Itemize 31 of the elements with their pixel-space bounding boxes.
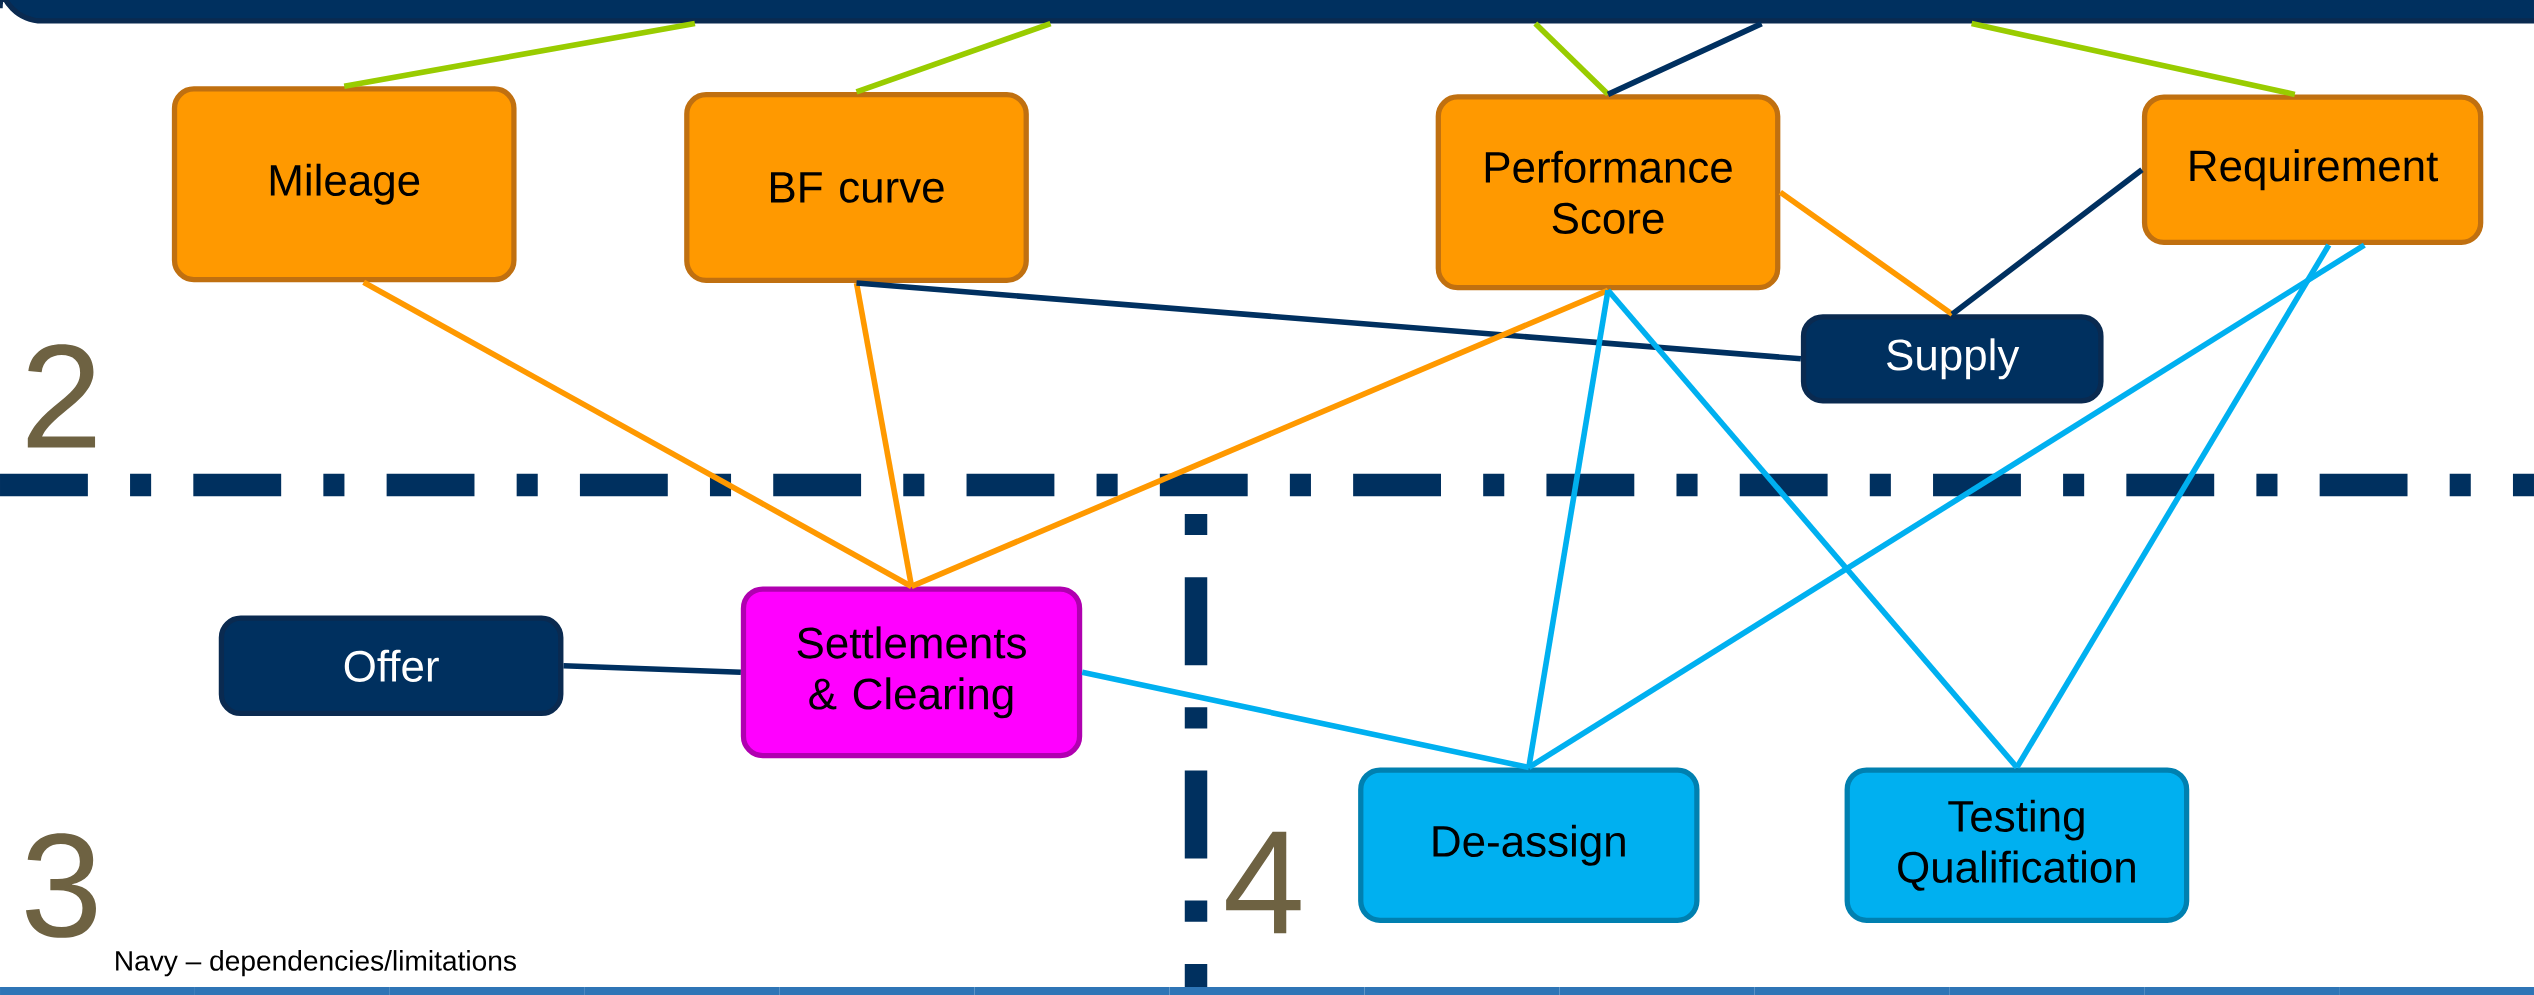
process-box: Mileage — [171, 86, 517, 283]
process-box: Offer — [218, 615, 564, 717]
process-box: Testing Qualification — [1844, 767, 2190, 923]
process-box: BF curve — [684, 92, 1029, 284]
connector-line — [853, 282, 915, 587]
section-number: 3 — [26, 833, 96, 938]
connector-line — [563, 663, 741, 676]
connector-line — [1778, 190, 1954, 317]
connector-line — [856, 280, 1802, 362]
connector-line — [362, 279, 913, 589]
connector-line — [1527, 242, 2366, 770]
connector-line — [1526, 289, 1611, 768]
process-box: De-assign — [1358, 767, 1700, 923]
connector-line — [1606, 21, 1763, 97]
process-box: Supply — [1800, 314, 2104, 404]
note-text: Navy – dependencies/limitations — [116, 950, 516, 977]
process-box: Performance Score — [1435, 94, 1781, 291]
connector-line — [343, 20, 696, 89]
connector-line — [1605, 288, 2020, 770]
connector-line — [910, 287, 1610, 589]
connector-line — [1971, 20, 2296, 98]
section-number: 4 — [1226, 831, 1301, 934]
connector-line — [855, 20, 1052, 95]
connector-line — [1950, 167, 2144, 317]
section-number: 2 — [27, 344, 96, 448]
connector-line — [1081, 669, 1530, 771]
header-banner — [0, 0, 2534, 24]
process-box: Settlements & Clearing — [740, 586, 1083, 759]
connector-line — [1533, 21, 1610, 97]
process-box: Requirement — [2141, 94, 2484, 246]
connector-line — [2014, 243, 2332, 769]
